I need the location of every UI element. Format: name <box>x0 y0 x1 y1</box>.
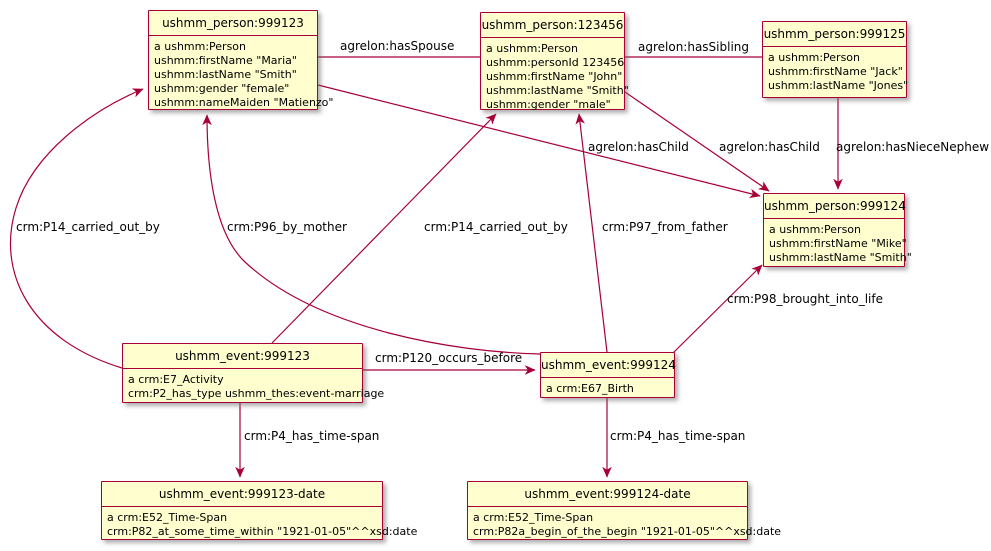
edge-label-has-sibling: agrelon:hasSibling <box>638 40 750 54</box>
edge-label-has-spouse: agrelon:hasSpouse <box>340 39 455 53</box>
node-title: ushmm_event:999124-date <box>468 482 747 507</box>
edge-label-has-niece-nephew: agrelon:hasNieceNephew <box>836 140 990 154</box>
edge-label-has-child-1: agrelon:hasChild <box>588 140 689 154</box>
edge-label-has-child-2: agrelon:hasChild <box>719 140 820 154</box>
node-event-999123: ushmm_event:999123 a crm:E7_Activity crm… <box>122 343 385 403</box>
node-person-123456: ushmm_person:123456 a ushmm:Person ushmm… <box>480 12 629 111</box>
node-title: ushmm_event:999123 <box>123 344 362 369</box>
edge-label-p120-occurs-before: crm:P120_occurs_before <box>375 351 523 365</box>
node-attribute: a ushmm:Person <box>154 40 247 53</box>
node-title: ushmm_person:999123 <box>149 11 317 36</box>
node-person-999125: ushmm_person:999125 a ushmm:Person ushmm… <box>762 21 909 98</box>
node-title: ushmm_event:999124 <box>541 353 676 378</box>
node-attribute: a crm:E7_Activity <box>128 373 224 386</box>
node-attribute: ushmm:firstName "Maria" <box>154 54 297 67</box>
edge-p14-carried-out-by-2 <box>271 113 497 344</box>
node-attributes: a ushmm:Person ushmm:personId 123456 ush… <box>481 38 629 114</box>
node-attribute: ushmm:lastName "Smith" <box>486 84 629 97</box>
edge-label-p14-carried-out-by-2: crm:P14_carried_out_by <box>424 220 568 234</box>
edge-label-p97-from-father: crm:P97_from_father <box>602 220 728 234</box>
node-attribute: ushmm:gender "male" <box>486 98 611 111</box>
edge-has-child-2 <box>624 91 770 192</box>
edge-label-p4-has-time-span-1: crm:P4_has_time-span <box>244 429 380 443</box>
node-title: ushmm_person:999125 <box>763 22 906 47</box>
node-attribute: ushmm:nameMaiden "Matienzo" <box>154 96 334 109</box>
node-attribute: ushmm:lastName "Smith" <box>154 68 297 81</box>
node-title: ushmm_person:999124 <box>764 194 906 219</box>
node-attribute: ushmm:lastName "Smith" <box>769 251 912 264</box>
edge-label-p4-has-time-span-2: crm:P4_has_time-span <box>610 429 746 443</box>
edge-p14-carried-out-by-1 <box>9 88 144 369</box>
node-attribute: crm:P82a_begin_of_the_begin "1921-01-05"… <box>473 525 782 538</box>
node-attributes: a ushmm:Person ushmm:firstName "Jack" us… <box>763 47 909 95</box>
node-person-999124: ushmm_person:999124 a ushmm:Person ushmm… <box>763 193 912 267</box>
node-attribute: ushmm:firstName "Mike" <box>769 237 907 250</box>
node-attribute: ushmm:personId 123456 <box>486 56 625 69</box>
node-title: ushmm_person:123456 <box>481 13 624 38</box>
node-title: ushmm_event:999123-date <box>102 482 382 507</box>
node-attribute: ushmm:firstName "John" <box>486 70 623 83</box>
node-attribute: ushmm:lastName "Jones" <box>768 79 909 92</box>
node-event-999123-date: ushmm_event:999123-date a crm:E52_Time-S… <box>101 481 418 541</box>
node-person-999123: ushmm_person:999123 a ushmm:Person ushmm… <box>148 10 334 112</box>
node-attributes: a ushmm:Person ushmm:firstName "Mike" us… <box>764 219 912 267</box>
node-attributes: a ushmm:Person ushmm:firstName "Maria" u… <box>149 36 334 112</box>
edge-label-p96-by-mother: crm:P96_by_mother <box>227 220 347 234</box>
node-attribute: crm:P82_at_some_time_within "1921-01-05"… <box>107 525 418 538</box>
node-attributes: a crm:E52_Time-Span crm:P82a_begin_of_th… <box>468 507 782 541</box>
node-attribute: a ushmm:Person <box>769 223 862 236</box>
edge-p98-brought-into-life <box>672 264 763 354</box>
node-attribute: a ushmm:Person <box>768 51 861 64</box>
edge-p96-by-mother <box>202 114 541 355</box>
node-attributes: a crm:E52_Time-Span crm:P82_at_some_time… <box>102 507 418 541</box>
node-event-999124: ushmm_event:999124 a crm:E67_Birth <box>540 352 676 398</box>
node-attribute: a ushmm:Person <box>486 42 579 55</box>
node-attribute: ushmm:gender "female" <box>154 82 290 95</box>
node-attributes: a crm:E7_Activity crm:P2_has_type ushmm_… <box>123 369 385 403</box>
edge-p97-from-father <box>575 113 608 353</box>
node-attribute: crm:P2_has_type ushmm_thes:event-marriag… <box>128 387 385 400</box>
node-attributes: a crm:E67_Birth <box>541 378 674 398</box>
node-attribute: a crm:E67_Birth <box>546 382 634 395</box>
node-attribute: a crm:E52_Time-Span <box>107 511 228 524</box>
edge-has-child-1 <box>317 84 761 199</box>
edge-label-p98-brought-into-life: crm:P98_brought_into_life <box>727 292 883 306</box>
node-attribute: ushmm:firstName "Jack" <box>768 65 903 78</box>
node-attribute: a crm:E52_Time-Span <box>473 511 594 524</box>
edge-label-p14-carried-out-by-1: crm:P14_carried_out_by <box>16 220 160 234</box>
node-event-999124-date: ushmm_event:999124-date a crm:E52_Time-S… <box>467 481 782 541</box>
